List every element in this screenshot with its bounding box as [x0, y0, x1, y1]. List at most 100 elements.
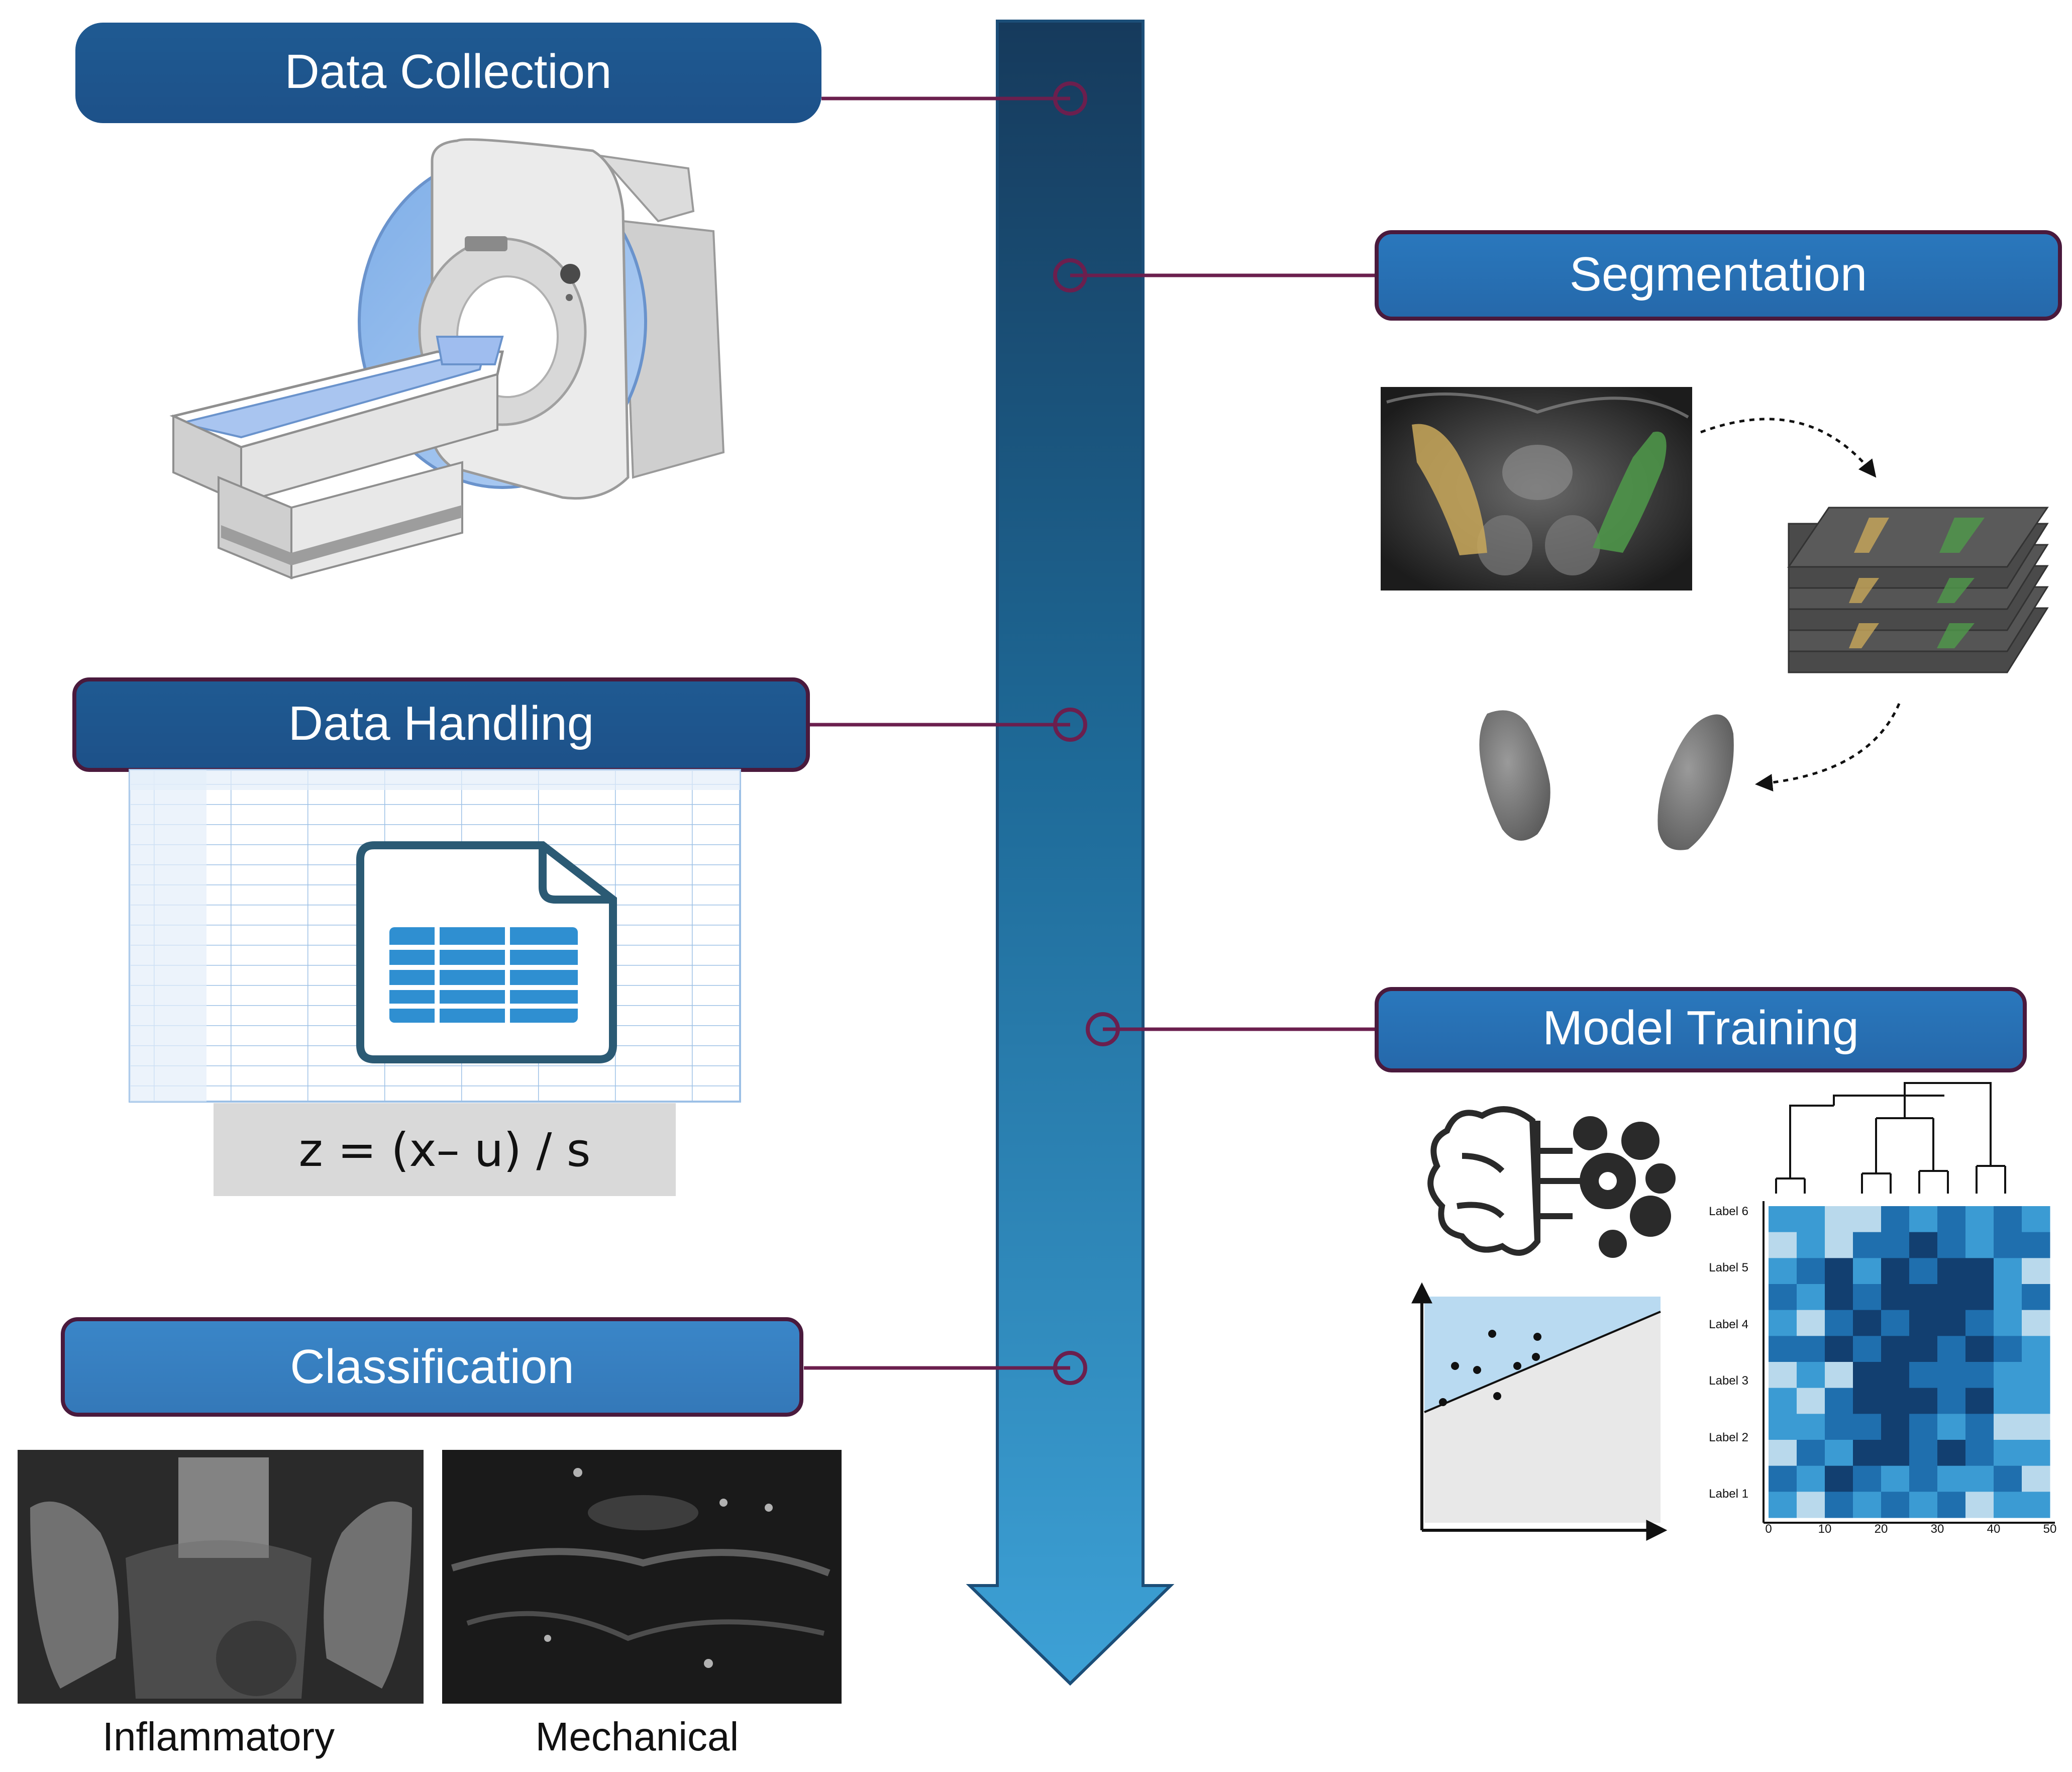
heatmap-cell — [1769, 1232, 1797, 1258]
heatmap-cell — [1825, 1362, 1853, 1389]
regression-plot — [1411, 1282, 1668, 1541]
heatmap-cell — [1909, 1310, 1938, 1336]
heatmap-y-label: Label 5 — [1709, 1261, 1748, 1274]
heatmap-cell — [1881, 1232, 1910, 1258]
heatmap-cell — [1825, 1232, 1853, 1258]
timeline-node-5 — [1053, 1351, 1087, 1385]
heatmap-x-ticks: 0 10 20 30 40 50 — [1765, 1522, 2056, 1536]
stage-data-collection: Data Collection — [75, 23, 821, 123]
heatmap-cell — [1825, 1284, 1853, 1311]
slice-stack — [1787, 507, 2049, 673]
heatmap-cell — [2022, 1465, 2050, 1492]
heatmap-cell — [1825, 1336, 1853, 1362]
heatmap-cell — [1769, 1310, 1797, 1336]
heatmap-cell — [1881, 1258, 1910, 1285]
heatmap-cell — [1994, 1388, 2022, 1414]
heatmap-cell — [1937, 1232, 1966, 1258]
heatmap-cell — [2022, 1232, 2050, 1258]
heatmap-cell — [1881, 1414, 1910, 1440]
heatmap-y-label: Label 2 — [1709, 1431, 1748, 1444]
stage-segmentation: Segmentation — [1375, 230, 2062, 321]
heatmap-cell — [1937, 1414, 1966, 1440]
heatmap-cell — [2022, 1492, 2050, 1518]
caption-mechanical: Mechanical — [536, 1714, 739, 1759]
heatmap-cell — [1825, 1414, 1853, 1440]
heatmap-cell — [1797, 1388, 1825, 1414]
heatmap-cell — [1797, 1414, 1825, 1440]
stage-label-segmentation: Segmentation — [1570, 247, 1867, 301]
heatmap-cell — [1909, 1232, 1938, 1258]
heatmap-cell — [1853, 1388, 1882, 1414]
heatmap-cell — [2022, 1206, 2050, 1233]
heatmap-cells — [1769, 1206, 2050, 1518]
heatmap-cell — [1909, 1206, 1938, 1233]
heatmap-cell — [1769, 1414, 1797, 1440]
heatmap-cell — [1937, 1362, 1966, 1389]
heatmap-cell — [1965, 1388, 1994, 1414]
heatmap-cell — [1937, 1284, 1966, 1311]
heatmap-cell — [1881, 1362, 1910, 1389]
heatmap-cell — [1825, 1440, 1853, 1466]
segmentation-illustration — [1381, 387, 2049, 850]
stage-label-data-collection: Data Collection — [285, 45, 612, 99]
heatmap-cell — [1825, 1388, 1853, 1414]
z-score-formula: z = (x– u) / s — [298, 1123, 590, 1177]
timeline-node-3 — [1053, 708, 1087, 742]
heatmap-cell — [1965, 1310, 1994, 1336]
heatmap-x-tick: 50 — [2043, 1522, 2057, 1536]
heatmap-cell — [1909, 1440, 1938, 1466]
heatmap-cell — [1994, 1284, 2022, 1311]
heatmap-cell — [1797, 1362, 1825, 1389]
heatmap-x-tick: 0 — [1765, 1522, 1772, 1536]
heatmap-cell — [1769, 1388, 1797, 1414]
heatmap-cell — [1881, 1336, 1910, 1362]
stage-label-model-training: Model Training — [1542, 1001, 1859, 1055]
heatmap-cell — [1769, 1336, 1797, 1362]
heatmap-cell — [1769, 1492, 1797, 1518]
heatmap-cell — [1965, 1440, 1994, 1466]
heatmap-cell — [1881, 1465, 1910, 1492]
heatmap-cell — [1994, 1414, 2022, 1440]
heatmap-cell — [1881, 1440, 1910, 1466]
heatmap-cell — [1937, 1336, 1966, 1362]
heatmap-cell — [2022, 1284, 2050, 1311]
heatmap-cell — [1797, 1284, 1825, 1311]
classification-images: Inflammatory Mechanical — [18, 1450, 842, 1759]
heatmap-cell — [1994, 1336, 2022, 1362]
heatmap-cell — [1909, 1492, 1938, 1518]
heatmap-cell — [1769, 1465, 1797, 1492]
heatmap-cell — [1909, 1336, 1938, 1362]
heatmap-cell — [2022, 1362, 2050, 1389]
heatmap-cell — [2022, 1388, 2050, 1414]
heatmap-cell — [1937, 1465, 1966, 1492]
heatmap-cell — [1825, 1310, 1853, 1336]
heatmap-cell — [1909, 1388, 1938, 1414]
heatmap-cell — [1937, 1310, 1966, 1336]
heatmap-cell — [1853, 1232, 1882, 1258]
heatmap-cell — [1797, 1440, 1825, 1466]
heatmap-cell — [1769, 1258, 1797, 1285]
heatmap-cell — [1965, 1465, 1994, 1492]
segmented-mesh-right — [1657, 714, 1734, 850]
heatmap-cell — [1994, 1492, 2022, 1518]
heatmap-y-labels: Label 6 Label 5 Label 4 Label 3 Label 2 … — [1709, 1205, 1748, 1501]
heatmap-cell — [2022, 1258, 2050, 1285]
heatmap-cell — [1853, 1492, 1882, 1518]
heatmap-cell — [1965, 1362, 1994, 1389]
mri-scanner-illustration — [169, 138, 725, 579]
heatmap-cell — [1797, 1465, 1825, 1492]
heatmap-cell — [1909, 1258, 1938, 1285]
heatmap-cell — [1769, 1206, 1797, 1233]
heatmap-cell — [1853, 1465, 1882, 1492]
heatmap-y-label: Label 4 — [1709, 1318, 1748, 1331]
heatmap-y-label: Label 1 — [1709, 1487, 1748, 1501]
heatmap-cell — [1937, 1440, 1966, 1466]
heatmap-cell — [1965, 1336, 1994, 1362]
heatmap-cell — [1797, 1206, 1825, 1233]
timeline-node-4 — [1086, 1012, 1120, 1046]
heatmap-cell — [1909, 1362, 1938, 1389]
heatmap-cell — [1853, 1440, 1882, 1466]
heatmap-cell — [1769, 1440, 1797, 1466]
clustered-heatmap: Label 6 Label 5 Label 4 Label 3 Label 2 … — [1709, 1082, 2056, 1536]
